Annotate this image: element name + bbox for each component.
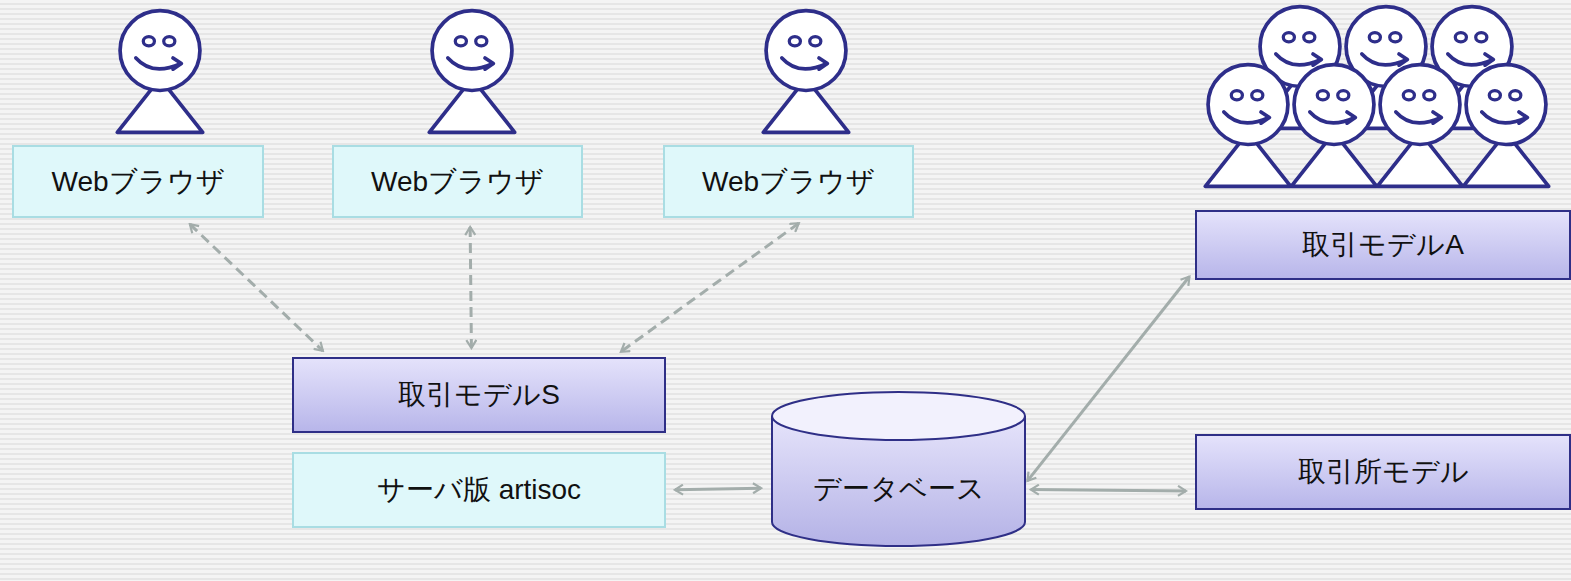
server-box: サーバ版 artisoc: [292, 452, 666, 528]
connector-arrow: [621, 223, 799, 351]
node-label: データベース: [813, 470, 985, 508]
browser-box: Webブラウザ: [663, 145, 914, 218]
connector-arrow: [1031, 490, 1186, 491]
connector-arrow: [675, 488, 761, 490]
connector-arrow: [190, 224, 323, 351]
connector-arrow: [470, 227, 471, 348]
browser-box: Webブラウザ: [332, 145, 583, 218]
browser-box: Webブラウザ: [12, 145, 264, 218]
database-cylinder: データベース: [770, 390, 1027, 548]
connector-arrow: [1027, 277, 1189, 481]
node-label: 取引モデルA: [1302, 226, 1464, 264]
cylinder-outline: [770, 390, 1027, 548]
model-box: 取引モデルS: [292, 357, 666, 433]
node-label: 取引モデルS: [398, 376, 560, 414]
node-label: Webブラウザ: [371, 163, 544, 201]
node-label: Webブラウザ: [51, 163, 224, 201]
node-label: サーバ版 artisoc: [377, 471, 581, 509]
model-box: 取引所モデル: [1195, 434, 1571, 510]
node-label: Webブラウザ: [702, 163, 875, 201]
model-box: 取引モデルA: [1195, 210, 1571, 280]
node-label: 取引所モデル: [1298, 453, 1469, 491]
